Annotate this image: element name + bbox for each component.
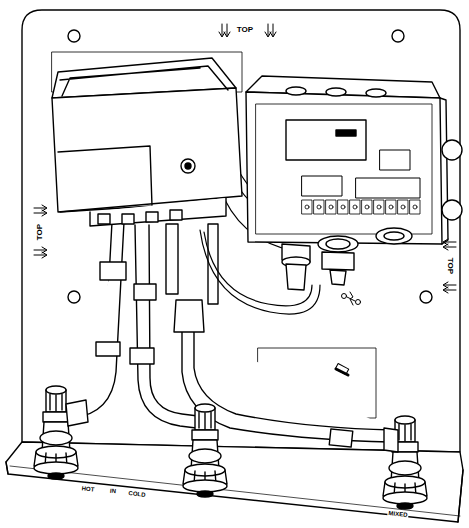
drawing-circle [341, 205, 345, 209]
drawing-rect [410, 200, 420, 214]
drawing-use [183, 404, 227, 497]
drawing-rect [356, 178, 420, 198]
drawing-ellipse [318, 236, 358, 252]
drawing-ellipse [286, 87, 306, 95]
drawing-path [330, 270, 346, 285]
drawing-rect [335, 364, 348, 375]
drawing-path [34, 205, 47, 216]
drawing-circle [377, 205, 381, 209]
drawing-rect [386, 200, 396, 214]
drawing-circle [68, 291, 80, 303]
connection-label: COLD [127, 490, 147, 498]
drawing-circle [353, 205, 357, 209]
drawing-path [347, 292, 355, 305]
drawing-circle [392, 30, 404, 42]
drawing-rect [336, 130, 356, 136]
drawing-path [22, 10, 460, 452]
drawing-path [384, 428, 398, 452]
drawing-g [335, 292, 360, 375]
drawing-g [34, 24, 456, 293]
drawing-circle [185, 163, 191, 169]
drawing-circle [68, 30, 80, 42]
drawing-rect [326, 200, 336, 214]
drawing-path [219, 24, 230, 37]
drawing-use [383, 416, 427, 509]
drawing-circle [442, 140, 462, 160]
drawing-g [98, 210, 182, 224]
drawing-circle [420, 291, 432, 303]
drawing-circle [342, 294, 347, 299]
drawing-rect [362, 200, 372, 214]
drawing-rect [338, 200, 348, 214]
drawing-path [60, 66, 228, 96]
drawing-g [286, 87, 462, 220]
drawing-rect [374, 200, 384, 214]
drawing-ellipse [376, 228, 412, 244]
drawing-rect [146, 212, 158, 222]
drawing-path [174, 300, 204, 332]
drawing-ellipse [326, 88, 346, 96]
drawing-circle [181, 159, 195, 173]
drawing-path [443, 239, 456, 250]
drawing-circle [442, 200, 462, 220]
connection-label: MIXED [387, 510, 409, 518]
drawing-path [265, 24, 276, 37]
drawing-rect [329, 429, 353, 447]
drawing-path [66, 400, 88, 426]
drawing-circle [356, 300, 361, 305]
drawing-circle [305, 205, 309, 209]
drawing-path [246, 92, 442, 244]
drawing-rect [100, 262, 126, 280]
drawing-rect [314, 200, 324, 214]
drawing-g [96, 224, 353, 447]
drawing-path [34, 247, 47, 258]
drawing-circle [365, 205, 369, 209]
drawing-rect [98, 214, 110, 224]
drawing-rect [166, 224, 178, 294]
drawing-use [34, 386, 78, 479]
drawing-rect [302, 176, 342, 196]
drawing-ellipse [384, 232, 404, 240]
drawing-circle [389, 205, 393, 209]
drawing-rect [256, 104, 432, 234]
drawing-path [322, 252, 354, 270]
drawing-circle [401, 205, 405, 209]
orientation-mark: TOP [36, 223, 44, 241]
drawing-rect [96, 342, 120, 356]
drawing-circle [317, 205, 321, 209]
drawing-ellipse [326, 239, 350, 249]
drawing-rect [130, 348, 154, 364]
drawing-ellipse [366, 89, 386, 97]
drawing-path [90, 198, 226, 226]
drawing-path [440, 98, 448, 244]
drawing-path [443, 282, 456, 293]
drawing-rect [302, 200, 312, 214]
drawing-g [302, 200, 420, 214]
drawing-rect [286, 120, 366, 160]
orientation-mark: TOP [236, 26, 254, 34]
connection-label: IN [109, 488, 118, 495]
drawing-rect [398, 200, 408, 214]
drawing-circle [413, 205, 417, 209]
drawing-rect [170, 210, 182, 220]
drawing-g [282, 228, 412, 290]
drawing-rect [350, 200, 360, 214]
drawing-rect [380, 150, 410, 170]
drawing-circle [329, 205, 333, 209]
drawing-rect [122, 214, 134, 224]
orientation-mark: TOP [446, 257, 454, 275]
drawing-path [286, 264, 306, 290]
drawing-path [52, 88, 242, 212]
drawing-path [72, 222, 124, 418]
drawing-g [302, 150, 420, 198]
drawing-path [58, 146, 152, 212]
drawing-path [194, 330, 392, 430]
drawing-rect [134, 284, 156, 300]
drawing-g [66, 222, 392, 442]
connection-label: HOT [80, 485, 95, 493]
